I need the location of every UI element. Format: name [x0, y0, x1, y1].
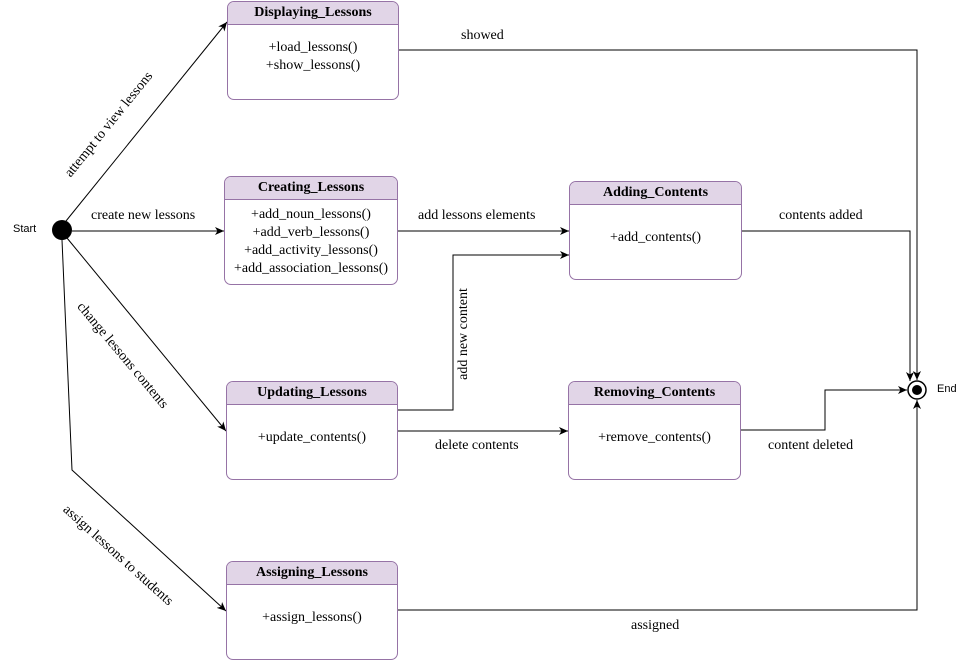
label-attempt-to-view-lessons: attempt to view lessons: [62, 69, 157, 181]
state-removing-contents[interactable]: Removing_Contents +remove_contents(): [568, 381, 741, 480]
state-methods: +add_noun_lessons() +add_verb_lessons() +a…: [225, 200, 397, 278]
state-method: +add_verb_lessons(): [252, 225, 370, 240]
edge-displaying-end: [399, 49, 921, 380]
state-methods: +remove_contents(): [569, 405, 740, 447]
label-add-new-content: add new content: [455, 288, 471, 380]
edge-adding-end: [742, 230, 914, 381]
label-contents-added: contents added: [779, 208, 863, 223]
state-title: Removing_Contents: [569, 382, 740, 405]
edge-start-assigning: [61, 239, 227, 612]
label-create-new-lessons: create new lessons: [91, 208, 196, 223]
state-title: Creating_Lessons: [225, 177, 397, 200]
label-content-deleted: content deleted: [768, 438, 854, 453]
state-method: +add_association_lessons(): [233, 261, 389, 276]
state-method: +add_contents(): [609, 230, 702, 245]
state-methods: +update_contents(): [227, 405, 397, 447]
state-methods: +add_contents(): [570, 205, 741, 247]
edge-start-updating: [66, 237, 227, 432]
label-change-lessons-contents: change lessons contents: [73, 299, 171, 412]
state-methods: +load_lessons() +show_lessons(): [228, 25, 398, 75]
state-method: +add_activity_lessons(): [244, 243, 378, 258]
start-node[interactable]: [52, 220, 72, 240]
state-method: +load_lessons(): [268, 40, 358, 55]
state-title: Updating_Lessons: [227, 382, 397, 405]
label-assigned: assigned: [631, 618, 680, 633]
state-method: +assign_lessons(): [262, 610, 362, 625]
state-title: Assigning_Lessons: [227, 562, 397, 585]
edge-removing-end: [741, 386, 907, 431]
end-label: End: [937, 383, 957, 395]
state-method: +add_noun_lessons(): [251, 207, 371, 222]
state-title: Displaying_Lessons: [228, 2, 398, 25]
start-label: Start: [13, 223, 37, 235]
state-methods: +assign_lessons(): [227, 585, 397, 627]
state-title: Adding_Contents: [570, 182, 741, 205]
label-add-lessons-elements: add lessons elements: [418, 208, 536, 223]
state-updating-lessons[interactable]: Updating_Lessons +update_contents(): [226, 381, 398, 480]
label-delete-contents: delete contents: [435, 438, 519, 453]
label-showed: showed: [461, 28, 504, 43]
end-node[interactable]: [907, 380, 927, 400]
state-method: +remove_contents(): [598, 430, 711, 445]
edge-updating-adding: [398, 251, 569, 411]
state-adding-contents[interactable]: Adding_Contents +add_contents(): [569, 181, 742, 280]
state-displaying-lessons[interactable]: Displaying_Lessons +load_lessons() +show_…: [227, 1, 399, 100]
state-method: +update_contents(): [257, 430, 367, 445]
state-method: +show_lessons(): [265, 58, 361, 73]
state-assigning-lessons[interactable]: Assigning_Lessons +assign_lessons(): [226, 561, 398, 660]
label-assign-lessons-to-students: assign lessons to students: [59, 502, 176, 609]
edge-start-displaying: [65, 21, 228, 222]
edge-assigning-end: [398, 400, 921, 611]
state-creating-lessons[interactable]: Creating_Lessons +add_noun_lessons()+add…: [224, 176, 398, 285]
